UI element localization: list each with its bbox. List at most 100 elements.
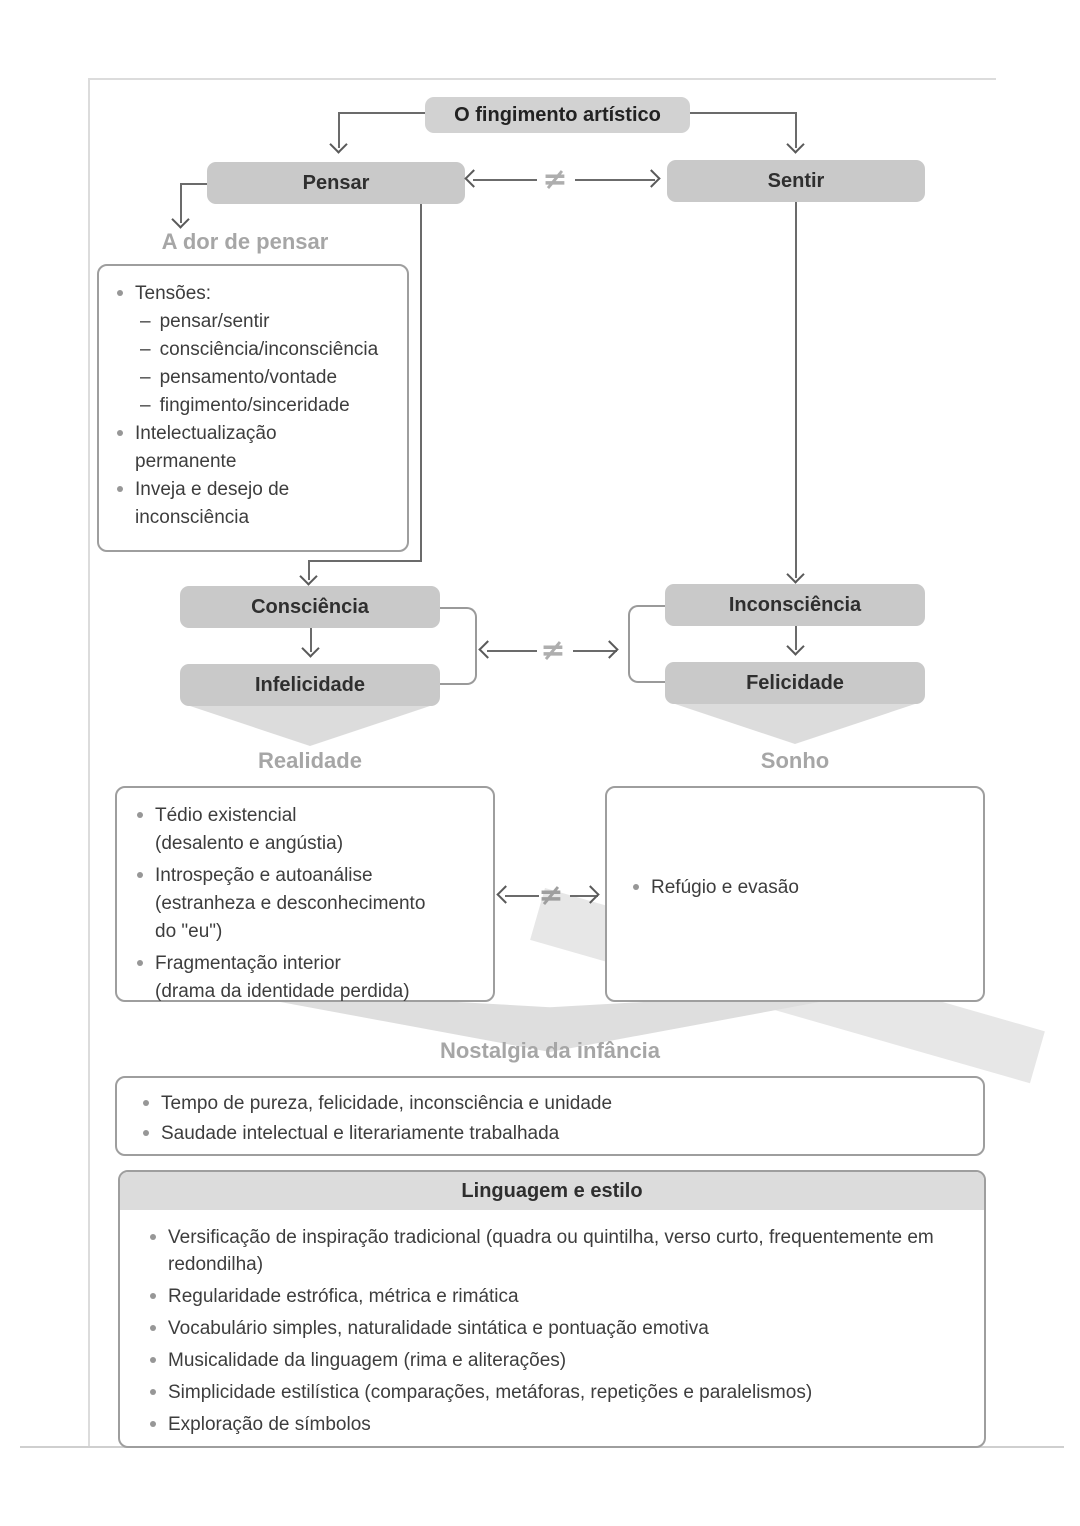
connector-line: [795, 202, 797, 578]
sub-item-text: consciência/inconsciência: [159, 339, 379, 360]
list-item-text: Regularidade estrófica, métrica e rimáti…: [168, 1286, 519, 1307]
dash-marker: –: [140, 395, 151, 416]
list-item: Saudade intelectual e literariamente tra…: [143, 1120, 963, 1148]
node-inconsciencia: Inconsciência: [665, 584, 925, 626]
bullet-icon: [150, 1357, 156, 1363]
list-item: Vocabulário simples, naturalidade sintát…: [150, 1315, 960, 1342]
box-nostalgia: Tempo de pureza, felicidade, inconsciênc…: [115, 1076, 985, 1156]
list-item: Tédio existencial (desalento e angústia): [137, 802, 483, 858]
list-item-text: Refúgio e evasão: [651, 877, 799, 898]
page-edge-left: [88, 78, 90, 1446]
arrowhead-down: [171, 210, 190, 229]
list-item-text: Introspeção e autoanálise (estranheza e …: [155, 865, 426, 942]
sub-item-text: pensar/sentir: [159, 311, 270, 332]
bullet-icon: [137, 960, 143, 966]
connector-line: [338, 112, 425, 114]
list-item-text: Versificação de inspiração tradicional (…: [168, 1227, 934, 1275]
bullet-icon: [150, 1293, 156, 1299]
linguagem-title: Linguagem e estilo: [461, 1179, 643, 1202]
sub-item-text: fingimento/sinceridade: [159, 395, 350, 416]
box-linguagem-e-estilo: Linguagem e estilo Versificação de inspi…: [118, 1170, 986, 1448]
list-item-text: Saudade intelectual e literariamente tra…: [161, 1123, 560, 1144]
box-a-dor-de-pensar: Tensões: – pensar/sentir – consciência/i…: [97, 264, 409, 552]
list-item-text: Tempo de pureza, felicidade, inconsciênc…: [161, 1093, 613, 1114]
bullet-icon: [150, 1421, 156, 1427]
connector-line: [473, 179, 537, 181]
connector-line: [690, 112, 796, 114]
list-item-text: Exploração de símbolos: [168, 1414, 371, 1435]
node-consciencia: Consciência: [180, 586, 440, 628]
bullet-icon: [633, 884, 639, 890]
shade-triangle-left: [190, 706, 430, 746]
arrowhead-right: [600, 640, 619, 659]
node-label: Sentir: [767, 169, 825, 192]
connector-line: [420, 204, 422, 562]
list-item: Refúgio e evasão: [633, 874, 799, 902]
connector-line: [487, 650, 537, 652]
bullet-icon: [137, 872, 143, 878]
connector-line: [310, 628, 312, 652]
arrowhead-down: [301, 639, 320, 658]
sub-list-item: – pensar/sentir: [140, 308, 397, 336]
bullet-icon: [137, 812, 143, 818]
connector-line: [180, 183, 207, 185]
heading-sonho: Sonho: [760, 748, 830, 773]
list-item: Intelectualização permanente: [117, 420, 397, 476]
heading-realidade: Realidade: [258, 748, 362, 773]
heading-a-dor-de-pensar: A dor de pensar: [161, 229, 329, 254]
connector-line: [308, 560, 422, 562]
list-item-text: Inveja e desejo de inconsciência: [135, 479, 290, 528]
bullet-icon: [150, 1234, 156, 1240]
connector-line: [505, 895, 539, 897]
bracket-right: [628, 605, 665, 683]
list-item: Musicalidade da linguagem (rima e aliter…: [150, 1347, 960, 1374]
node-label: Infelicidade: [254, 673, 366, 696]
list-item-text: Vocabulário simples, naturalidade sintát…: [168, 1318, 709, 1339]
page-edge-top: [88, 78, 996, 80]
node-label: Consciência: [251, 595, 369, 618]
bullet-icon: [117, 430, 123, 436]
node-label: Felicidade: [746, 671, 844, 694]
not-equal-symbol: ≠: [540, 632, 566, 668]
list-item: Introspeção e autoanálise (estranheza e …: [137, 862, 483, 946]
bullet-icon: [117, 290, 123, 296]
sub-list-item: – pensamento/vontade: [140, 364, 397, 392]
connector-line: [180, 183, 182, 223]
connector-line: [795, 626, 797, 650]
list-item: Simplicidade estilística (comparações, m…: [150, 1379, 960, 1406]
bullet-icon: [150, 1325, 156, 1331]
list-item: Fragmentação interior (drama da identida…: [137, 950, 483, 1006]
arrowhead-down: [786, 637, 805, 656]
dash-marker: –: [140, 339, 151, 360]
list-item-text: Musicalidade da linguagem (rima e aliter…: [168, 1350, 567, 1371]
list-item: Regularidade estrófica, métrica e rimáti…: [150, 1283, 960, 1310]
list-item: Exploração de símbolos: [150, 1411, 960, 1438]
list-item-text: Tensões:: [135, 283, 212, 304]
dash-marker: –: [140, 311, 151, 332]
connector-line: [795, 112, 797, 148]
bracket-left: [440, 607, 477, 685]
node-label: Inconsciência: [728, 593, 862, 616]
linguagem-header: Linguagem e estilo: [120, 1172, 984, 1210]
sub-list-item: – fingimento/sinceridade: [140, 392, 397, 420]
node-sentir: Sentir: [667, 160, 925, 202]
shade-triangle-right: [675, 704, 915, 744]
node-pensar: Pensar: [207, 162, 465, 204]
arrowhead-down: [329, 135, 348, 154]
list-item: Tempo de pureza, felicidade, inconsciênc…: [143, 1090, 963, 1118]
dash-marker: –: [140, 367, 151, 388]
list-item-text: Intelectualização permanente: [135, 423, 277, 472]
not-equal-symbol: ≠: [538, 877, 564, 913]
node-label: Pensar: [302, 171, 370, 194]
list-item: Inveja e desejo de inconsciência: [117, 476, 397, 532]
list-item: Versificação de inspiração tradicional (…: [150, 1224, 960, 1278]
bullet-icon: [143, 1100, 149, 1106]
node-felicidade: Felicidade: [665, 662, 925, 704]
arrowhead-right: [642, 169, 661, 188]
arrowhead-down: [786, 135, 805, 154]
sub-list-item: – consciência/inconsciência: [140, 336, 397, 364]
bullet-icon: [143, 1130, 149, 1136]
box-sonho: Refúgio e evasão: [605, 786, 985, 1002]
box-realidade: Tédio existencial (desalento e angústia)…: [115, 786, 495, 1002]
